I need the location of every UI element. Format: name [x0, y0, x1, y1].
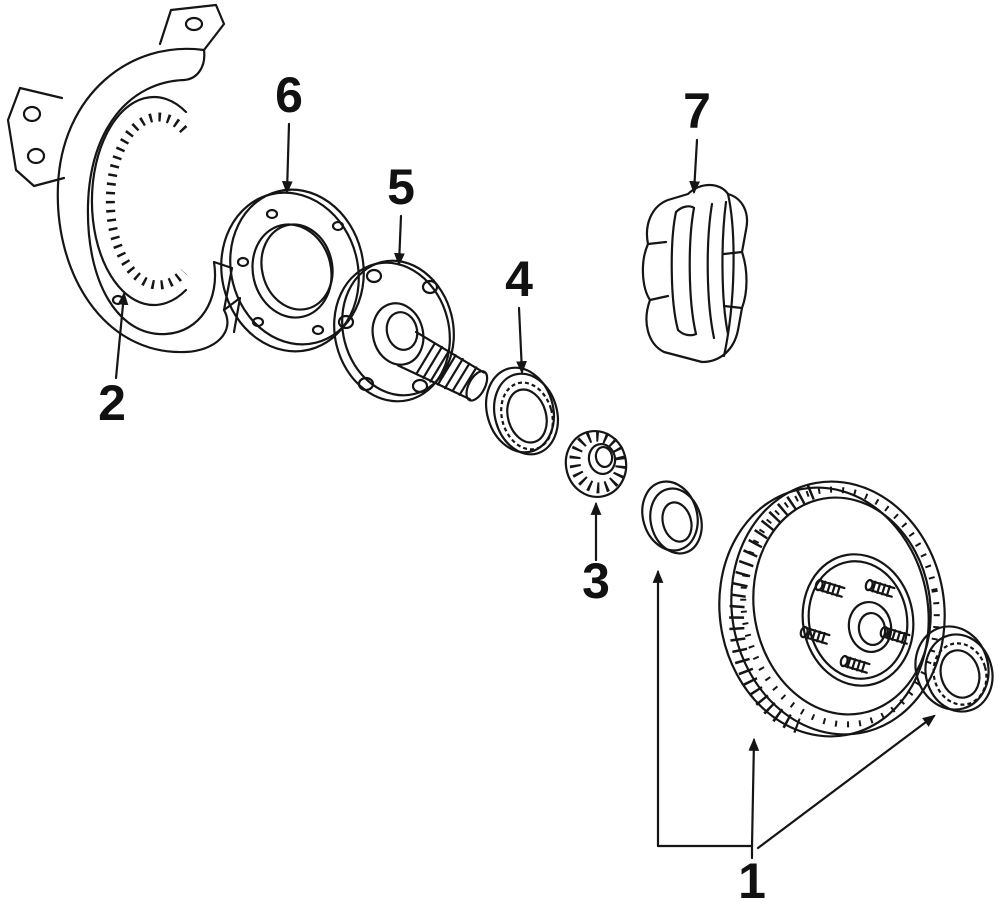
ring-hole [311, 324, 325, 336]
part-brake-caliper [641, 183, 749, 364]
part-brake-rotor [718, 480, 946, 738]
shield-top-tab [158, 3, 226, 52]
hub-bore [385, 311, 419, 351]
caliper-depth-edge [722, 192, 735, 358]
callout-7[interactable]: 7 [683, 83, 711, 139]
shield-top-tab-hole [184, 16, 204, 32]
callout-6[interactable]: 6 [275, 67, 303, 123]
bolt-hole [26, 147, 46, 165]
callout-1[interactable]: 1 [738, 853, 766, 909]
seal-spring-coil [500, 381, 554, 451]
rotor-hub-face [801, 553, 915, 687]
rotor-rim-back-edge [718, 486, 930, 738]
shield-inner-rim [90, 95, 188, 307]
hub-boss [371, 302, 425, 366]
leader-1c [756, 714, 936, 850]
shield-inner-hatch [105, 112, 188, 290]
shield-left-bracket [6, 86, 66, 188]
leader-2 [114, 291, 129, 380]
callout-labels: 2 6 5 4 7 3 1 [98, 67, 766, 909]
ring-hole [331, 220, 345, 232]
shield-face-hole [111, 294, 125, 306]
part-hub-spindle [333, 259, 489, 403]
spindle-threads [422, 345, 478, 396]
leader-6 [281, 122, 293, 195]
bearing-rollers [569, 430, 627, 494]
bolt-hole [421, 279, 439, 295]
spindle-shaft [397, 330, 489, 402]
callout-4[interactable]: 4 [505, 251, 533, 307]
part-grease-seal [485, 366, 559, 456]
bolt-hole [357, 376, 375, 392]
ring-hole [236, 256, 250, 268]
hub-flange [333, 261, 451, 403]
seal-rib-ring [932, 642, 988, 706]
rotor-face-ring [752, 496, 932, 716]
part-inner-race [641, 480, 703, 555]
bolt-hole [22, 105, 42, 123]
part-outer-seal [914, 625, 994, 713]
leader-lines [114, 122, 936, 860]
bolt-hole [337, 314, 355, 330]
callout-3[interactable]: 3 [582, 553, 610, 609]
callout-2[interactable]: 2 [98, 375, 126, 431]
ring-hole [265, 208, 279, 220]
leader-5 [394, 214, 405, 267]
rotor-center-bore [847, 601, 893, 653]
rotor-slot-ring [740, 486, 940, 728]
ring-hole [251, 316, 265, 328]
leader-1b [748, 737, 760, 848]
leader-4 [516, 306, 527, 375]
part-retainer-ring [220, 188, 365, 353]
shield-body [56, 47, 234, 354]
callout-5[interactable]: 5 [387, 159, 415, 215]
part-roller-bearing [564, 430, 628, 498]
bolt-hole [365, 268, 383, 284]
leader-7 [689, 138, 701, 195]
bolt-hole [411, 378, 429, 394]
bearing-bore [594, 445, 614, 469]
